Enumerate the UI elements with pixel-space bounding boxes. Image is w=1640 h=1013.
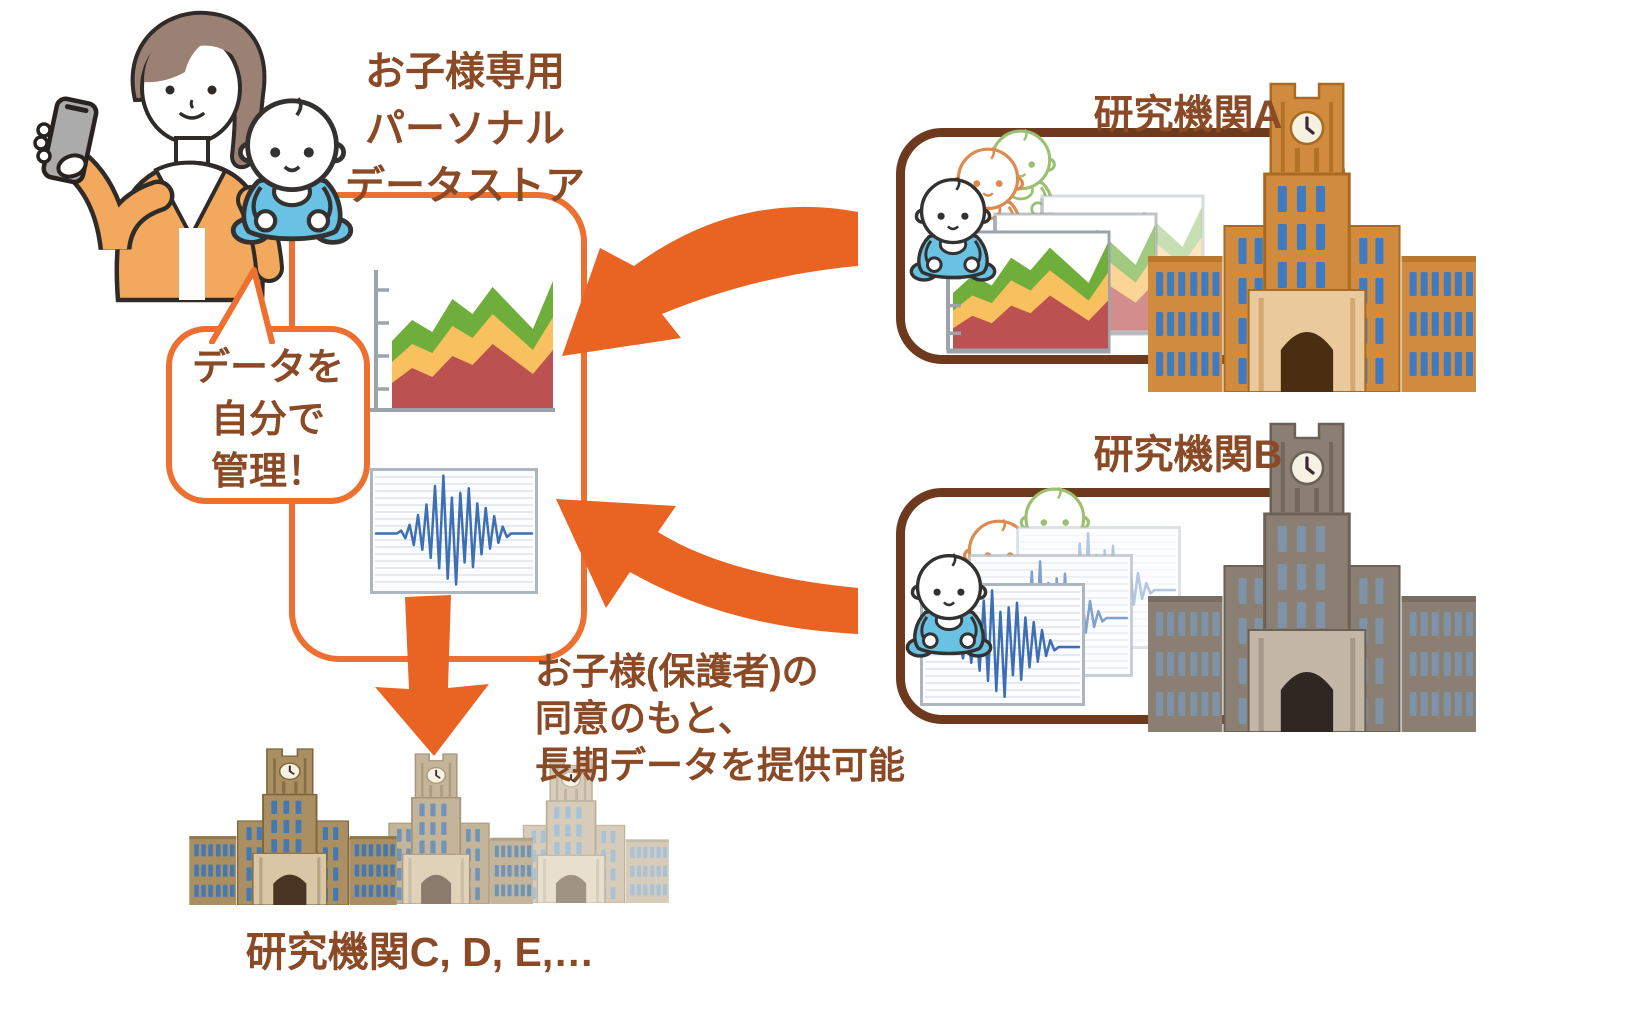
institution-b-content bbox=[905, 486, 1181, 706]
university-building-d-icon bbox=[344, 752, 534, 905]
area-chart-card-front bbox=[946, 230, 1111, 354]
mother-finger bbox=[36, 122, 52, 138]
mother-hand bbox=[56, 153, 88, 179]
mother-eye bbox=[207, 85, 217, 95]
mother-mouth bbox=[179, 112, 205, 120]
arrow-from-institution-b-icon bbox=[556, 499, 858, 634]
speech-bubble-line: 管理！ bbox=[210, 451, 325, 493]
university-building-c-icon bbox=[188, 747, 398, 906]
speech-bubble-line: データを bbox=[191, 347, 344, 389]
consent-note-line: 同意のもと、 bbox=[535, 698, 755, 739]
baby-blue-icon bbox=[905, 553, 993, 658]
baby-blue-icon bbox=[909, 177, 997, 282]
consent-note-line: 長期データを提供可能 bbox=[535, 745, 905, 786]
speech-bubble-tail bbox=[209, 267, 275, 344]
consent-note-line: お子様(保護者)の bbox=[535, 651, 819, 692]
store-stacked-area-chart-icon bbox=[352, 266, 557, 416]
store-title-line: お子様専用 bbox=[365, 50, 565, 94]
speech-bubble-line: 自分で bbox=[210, 399, 325, 441]
baby-blue-large-icon bbox=[230, 97, 354, 245]
mother-finger bbox=[36, 148, 52, 164]
mother-arm bbox=[68, 156, 170, 250]
mother-shirt-front bbox=[179, 228, 205, 300]
consent-note: お子様(保護者)の 同意のもと、 長期データを提供可能 bbox=[535, 648, 955, 789]
mother-eye bbox=[165, 85, 175, 95]
institution-a-label: 研究機関A bbox=[1093, 93, 1283, 137]
store-waveform-chart-icon bbox=[370, 468, 538, 594]
university-building-b-icon bbox=[1146, 420, 1478, 734]
mother-shirt bbox=[153, 160, 228, 241]
store-title-line: データストア bbox=[345, 164, 585, 208]
institutions-bottom-label: 研究機関C, D, E,… bbox=[245, 929, 595, 975]
mother-and-baby-illustration bbox=[33, 10, 354, 303]
university-building-a-icon bbox=[1146, 80, 1478, 394]
mother-illustration bbox=[33, 10, 284, 303]
mother-bangs bbox=[144, 27, 244, 83]
mother-finger bbox=[33, 135, 49, 151]
mother-nose bbox=[189, 99, 195, 110]
institution-b-label: 研究機関B bbox=[1093, 433, 1283, 477]
store-title: お子様専用 パーソナル データストア bbox=[320, 44, 610, 215]
store-title-line: パーソナル bbox=[365, 107, 565, 151]
arrow-from-institution-a-icon bbox=[562, 206, 858, 356]
speech-bubble: データを 自分で 管理！ bbox=[166, 326, 370, 504]
